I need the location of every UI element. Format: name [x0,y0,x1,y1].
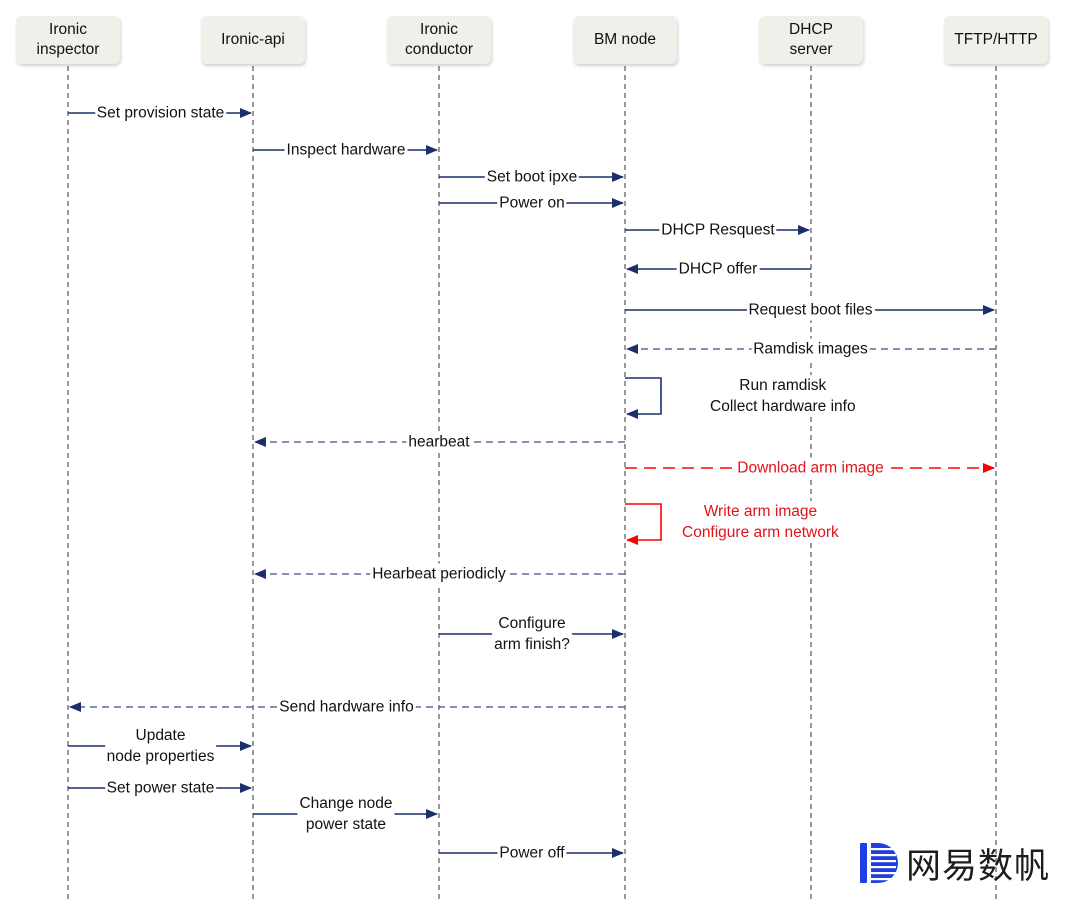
message-label-13: Hearbeat periodicly [370,563,508,585]
message-label-19: Power off [497,842,567,864]
brand-text: 网易数帆 [906,846,1051,887]
message-label-12: Write arm image Configure arm network [680,501,841,543]
actor-tftp: TFTP/HTTP [944,16,1048,64]
message-label-5: DHCP Resquest [659,219,777,241]
actor-inspector: Ironic inspector [16,16,120,64]
message-label-16: Update node properties [104,725,217,767]
message-label-9: Run ramdisk Collect hardware info [708,375,858,417]
message-label-15: Send hardware info [277,696,416,718]
message-label-7: Request boot files [746,299,875,321]
message-label-4: Power on [497,192,567,214]
message-label-8: Ramdisk images [751,338,870,360]
self-message-12 [625,503,662,545]
message-label-3: Set boot ipxe [484,166,580,188]
message-label-6: DHCP offer [676,258,760,280]
actor-dhcp: DHCP server [759,16,863,64]
message-label-18: Change node power state [297,793,395,835]
message-label-17: Set power state [104,777,217,799]
message-label-11: Download arm image [735,457,886,479]
message-label-10: hearbeat [406,431,472,453]
actor-conductor: Ironic conductor [387,16,491,64]
brand-mark-icon [860,843,898,883]
message-label-1: Set provision state [94,102,227,124]
brand-logo: 网易数帆 [858,838,1050,888]
message-label-2: Inspect hardware [284,139,408,161]
self-message-9 [625,377,662,419]
message-label-14: Configure arm finish? [492,613,572,655]
actor-api: Ironic-api [201,16,305,64]
actor-bm: BM node [573,16,677,64]
